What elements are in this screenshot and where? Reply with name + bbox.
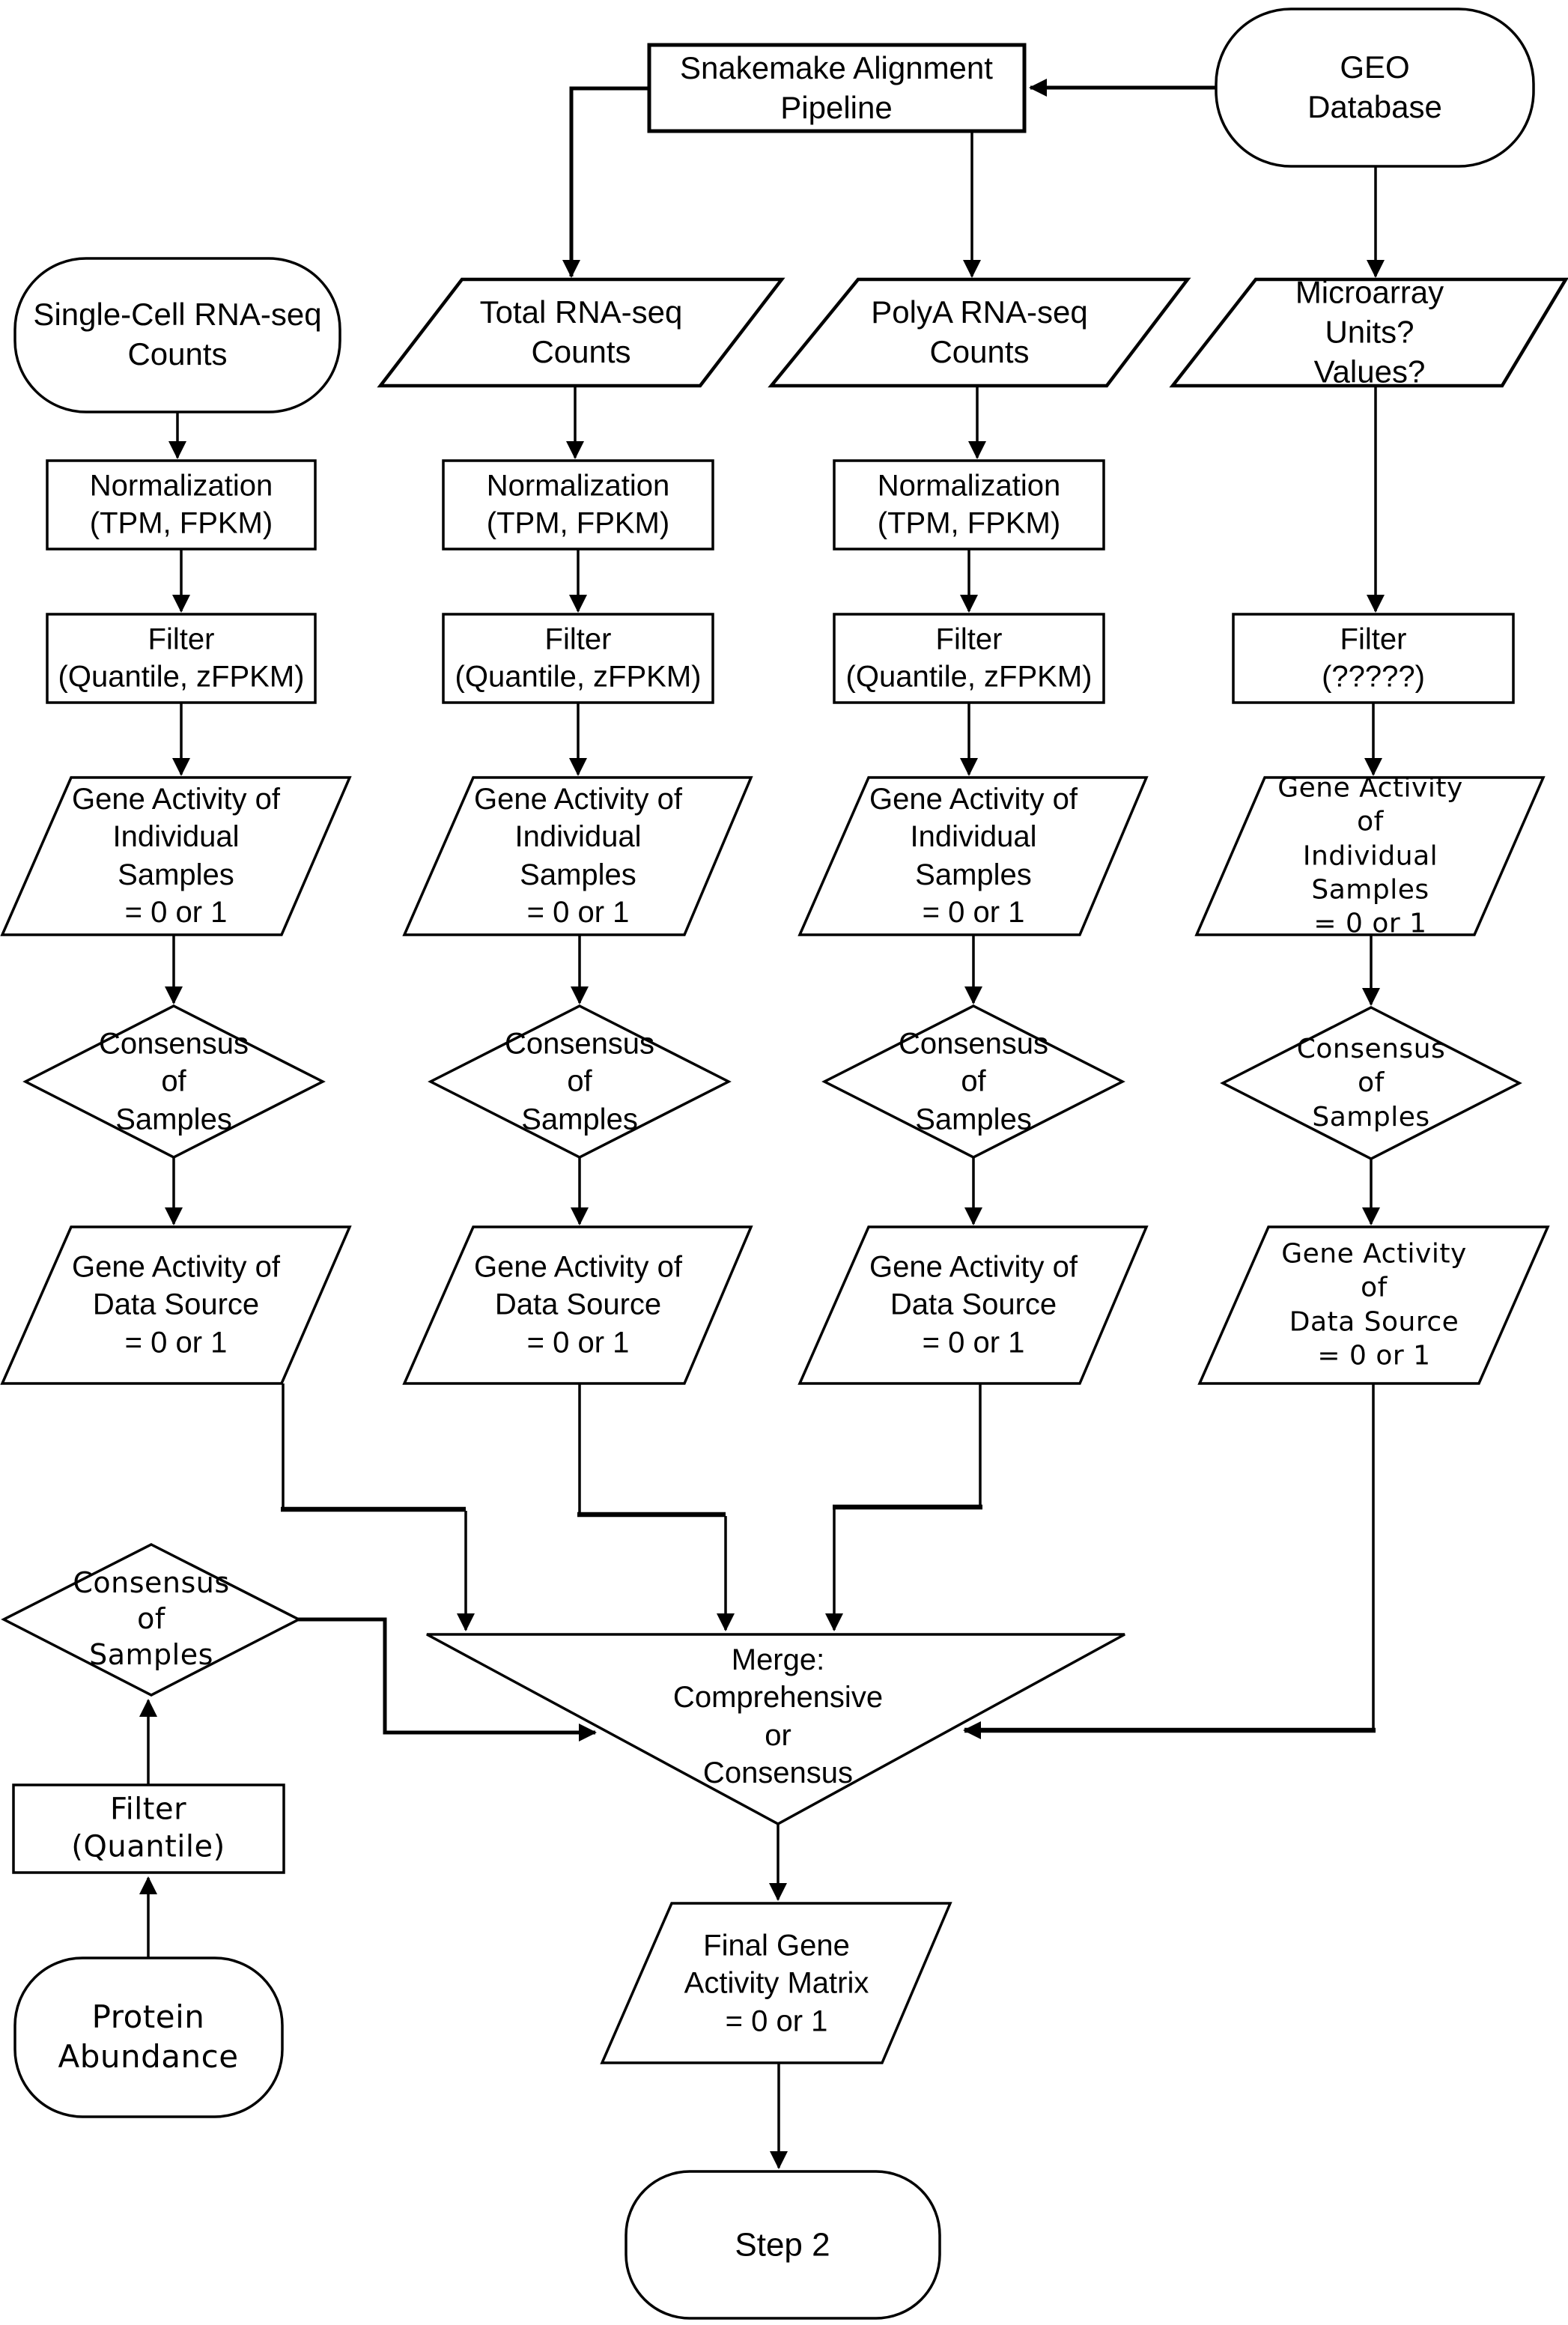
polya-source-shape (768, 277, 1191, 388)
total-normalization-label: Normalization (TPM, FPKM) (486, 469, 670, 540)
polya-individual-activity-shape (797, 776, 1149, 936)
total-normalization-shape (442, 459, 714, 551)
protein-filter-label: Filter (Quantile) (71, 1792, 225, 1864)
single-cell-source-label: Single-Cell RNA-seq Counts (33, 297, 322, 372)
total-consensus-label: Consensus of Samples (504, 1027, 655, 1136)
protein-abundance-label: Protein Abundance (58, 1998, 239, 2075)
single-cell-filter-shape (46, 613, 317, 704)
total-source-shape (377, 277, 785, 388)
single-cell-normalization-label: Normalization (TPM, FPKM) (89, 469, 273, 540)
geo-database-label: GEO Database (1307, 49, 1442, 124)
single-cell-individual-activity-label: Gene Activity of Individual Samples = 0 … (72, 783, 280, 930)
single-cell-individual-activity-shape (0, 776, 352, 936)
total-filter-shape (442, 613, 714, 704)
polya-data-source-activity-shape (797, 1225, 1149, 1385)
step-2-shape (625, 2170, 941, 2320)
polya-filter-shape (833, 613, 1105, 704)
single-cell-source-shape (13, 257, 341, 413)
protein-consensus-shape (1, 1543, 302, 1697)
microarray-data-source-activity-shape (1197, 1225, 1550, 1385)
microarray-individual-activity-shape (1194, 776, 1546, 936)
snakemake-pipeline-shape (647, 43, 1027, 133)
protein-consensus-label: Consensus of Samples (73, 1566, 230, 1671)
single-cell-data-source-activity-shape (0, 1225, 352, 1385)
total-data-source-activity-shape (402, 1225, 753, 1385)
single-cell-consensus-label: Consensus of Samples (98, 1027, 249, 1136)
polya-source-label: PolyA RNA-seq Counts (871, 294, 1088, 369)
microarray-filter-shape (1232, 613, 1515, 704)
connector-protein-consensus-to-merge (297, 1617, 597, 1742)
single-cell-data-source-activity-label: Gene Activity of Data Source = 0 or 1 (72, 1250, 280, 1359)
microarray-source-label: Microarray Units? Values? (1295, 274, 1444, 389)
final-gene-activity-matrix-label: Final Gene Activity Matrix = 0 or 1 (684, 1929, 869, 2038)
total-individual-activity-shape (402, 776, 753, 936)
microarray-consensus-label: Consensus of Samples (1296, 1033, 1446, 1133)
microarray-filter-label: Filter (?????) (1322, 622, 1425, 694)
connector-pipeline-to-total (562, 86, 648, 278)
polya-normalization-shape (833, 459, 1105, 551)
polya-individual-activity-label: Gene Activity of Individual Samples = 0 … (869, 783, 1078, 930)
total-individual-activity-label: Gene Activity of Individual Samples = 0 … (474, 783, 682, 930)
polya-normalization-label: Normalization (TPM, FPKM) (877, 469, 1061, 540)
single-cell-filter-label: Filter (Quantile, zFPKM) (58, 622, 305, 694)
protein-abundance-shape (13, 1956, 284, 2118)
polya-consensus-label: Consensus of Samples (898, 1027, 1049, 1136)
merge-label: Merge: Comprehensive or Consensus (672, 1643, 884, 1790)
step-2-label: Step 2 (735, 2226, 830, 2264)
total-filter-label: Filter (Quantile, zFPKM) (455, 622, 702, 694)
microarray-source-shape (1169, 277, 1568, 388)
total-data-source-activity-label: Gene Activity of Data Source = 0 or 1 (474, 1250, 682, 1359)
polya-filter-label: Filter (Quantile, zFPKM) (845, 622, 1093, 694)
total-source-label: Total RNA-seq Counts (479, 294, 683, 369)
microarray-individual-activity-label: Gene Activity of Individual Samples = 0 … (1277, 772, 1463, 940)
snakemake-pipeline-label: Snakemake Alignment Pipeline (680, 50, 993, 125)
polya-data-source-activity-label: Gene Activity of Data Source = 0 or 1 (869, 1250, 1078, 1359)
single-cell-normalization-shape (46, 459, 317, 551)
final-gene-activity-matrix-shape (600, 1902, 952, 2064)
protein-filter-shape (12, 1783, 285, 1874)
microarray-data-source-activity-label: Gene Activity of Data Source = 0 or 1 (1281, 1238, 1467, 1371)
merge-shape (426, 1633, 1125, 1825)
